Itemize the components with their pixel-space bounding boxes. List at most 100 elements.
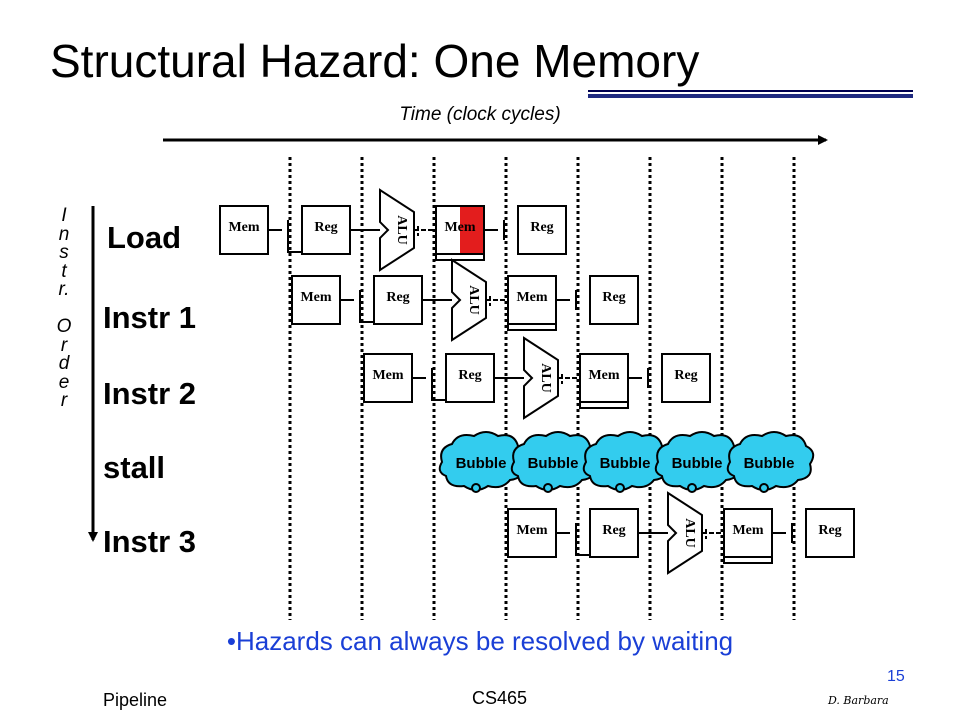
alu-shape: [667, 491, 703, 575]
reg-read-box: [445, 353, 495, 403]
bubble: Bubble: [510, 431, 599, 493]
reg-write-box: [805, 508, 855, 558]
instr-mem-label: Mem: [372, 368, 403, 383]
bubble-dot: [615, 483, 625, 493]
order-letter: n: [58, 223, 70, 245]
row-label-load: Load: [107, 220, 182, 255]
order-letter: r: [60, 390, 68, 411]
row-label-stall: stall: [103, 450, 166, 485]
bullet-hazards: •Hazards can always be resolved by waiti…: [226, 626, 734, 656]
bubble: Bubble: [438, 431, 527, 493]
connector: [579, 402, 629, 409]
footer-left: Pipeline: [103, 690, 168, 710]
alu-shape: [523, 336, 559, 420]
bubble-label: Bubble: [672, 455, 723, 472]
row-label-instr-1: Instr 1: [103, 300, 197, 335]
connector: [628, 368, 649, 388]
bubble-label: Bubble: [528, 455, 579, 472]
instr-mem-label: Mem: [228, 220, 259, 235]
order-letter: r: [60, 334, 68, 356]
cycle-boundaries: [288, 157, 796, 620]
footer-center: CS465: [472, 688, 528, 708]
connector: [723, 557, 773, 564]
connector: [268, 220, 289, 240]
instr-mem-box: [219, 205, 269, 255]
connector: [431, 386, 446, 401]
bubble-label: Bubble: [456, 455, 507, 472]
connector: [556, 523, 577, 543]
data-mem-box: [723, 508, 773, 558]
title-underline-thick: [588, 94, 913, 98]
connector: [558, 374, 580, 384]
reg-write-label: Reg: [602, 290, 625, 305]
conflict-highlight: [460, 207, 483, 253]
connector: [435, 254, 485, 261]
bubble: Bubble: [582, 431, 671, 493]
order-letter: d: [58, 353, 70, 374]
connector: [412, 368, 433, 388]
reg-read-box: [373, 275, 423, 325]
data-mem-label: Mem: [444, 220, 475, 235]
reg-read-label: Reg: [602, 523, 625, 538]
reg-read-label: Reg: [458, 368, 481, 383]
reg-read-label: Reg: [386, 290, 409, 305]
stall-row: Bubble Bubble Bubble Bubble Bubble: [438, 431, 815, 493]
alu-shape: [379, 188, 415, 272]
bubble-dot: [543, 483, 553, 493]
title-underline: [588, 90, 913, 92]
row-label-instr-2: Instr 2: [103, 376, 197, 411]
reg-read-box: [301, 205, 351, 255]
reg-read-box: [589, 508, 639, 558]
bubble-dot: [759, 483, 769, 493]
data-mem-label: Mem: [588, 368, 619, 383]
bubble: Bubble: [726, 431, 815, 493]
connector: [359, 308, 374, 323]
instr-mem-box: [363, 353, 413, 403]
connector: [287, 238, 302, 253]
instruction-order-axis-label: I n s t r. O r d e r: [52, 205, 76, 411]
bubble-dot: [687, 483, 697, 493]
reg-write-box: [661, 353, 711, 403]
instr-mem-label: Mem: [516, 523, 547, 538]
reg-write-label: Reg: [530, 220, 553, 235]
instr-mem-box: [291, 275, 341, 325]
connector: [486, 296, 508, 306]
bubble-dot: [471, 483, 481, 493]
alu-label: ALU: [682, 518, 697, 548]
bubble-label: Bubble: [600, 455, 651, 472]
pipeline-row: Mem Reg ALU Mem Reg: [507, 491, 855, 575]
page-title: Structural Hazard: One Memory: [50, 35, 700, 87]
connector: [414, 226, 436, 236]
bubble-shape: [726, 431, 815, 491]
connector: [575, 541, 590, 556]
order-letter: I: [61, 205, 67, 226]
order-letter: t: [61, 260, 67, 282]
connector: [484, 220, 505, 240]
data-mem-label: Mem: [732, 523, 763, 538]
alu-label: ALU: [466, 285, 481, 315]
instr-mem-label: Mem: [300, 290, 331, 305]
bubble-label: Bubble: [744, 455, 795, 472]
connector: [772, 523, 793, 543]
connector: [507, 324, 557, 331]
reg-write-box: [589, 275, 639, 325]
connector: [702, 529, 724, 539]
page-number: 15: [887, 668, 905, 685]
connector: [556, 290, 577, 310]
order-letter: e: [58, 371, 70, 393]
alu-label: ALU: [394, 215, 409, 245]
order-letter: r.: [58, 279, 70, 300]
order-letter: s: [59, 242, 69, 263]
reg-write-box: [517, 205, 567, 255]
reg-write-label: Reg: [818, 523, 841, 538]
order-letter: O: [56, 316, 72, 337]
bubble: Bubble: [654, 431, 743, 493]
time-axis-label: Time (clock cycles): [399, 104, 561, 125]
row-label-instr-3: Instr 3: [103, 524, 197, 559]
reg-write-label: Reg: [674, 368, 697, 383]
